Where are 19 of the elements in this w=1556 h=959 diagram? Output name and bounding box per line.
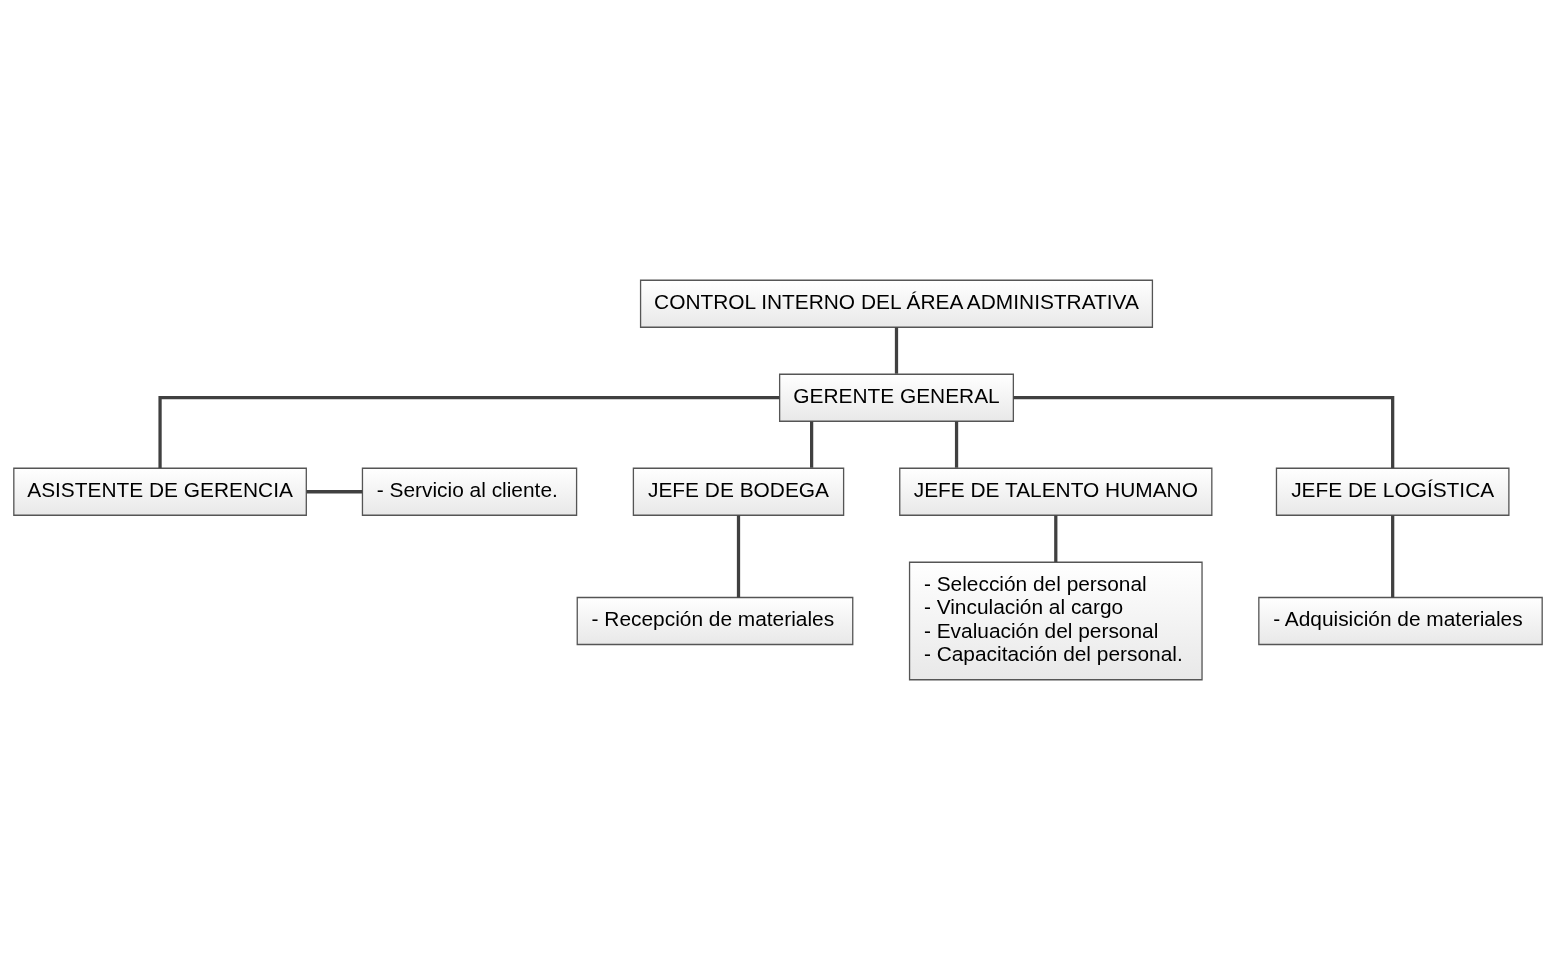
connector [810, 420, 814, 468]
node-box: JEFE DE BODEGA [632, 467, 845, 516]
connector [158, 395, 780, 468]
connector [1013, 395, 1395, 468]
node-box: - Adquisición de materiales [1258, 596, 1543, 645]
node-box: - Recepción de materiales [576, 596, 854, 645]
node-box: ASISTENTE DE GERENCIA [13, 467, 307, 516]
connector [1054, 514, 1058, 562]
node-box: GERENTE GENERAL [778, 373, 1014, 422]
connector [306, 489, 363, 493]
node-box: - Selección del personal - Vinculación al cargo - Evaluación del personal - Capacitación del personal. [908, 561, 1203, 680]
node-box: - Servicio al cliente. [361, 467, 578, 516]
connector [1391, 514, 1395, 597]
node-box: JEFE DE LOGÍSTICA [1275, 467, 1510, 516]
connector [736, 514, 741, 597]
connector [894, 326, 899, 374]
node-box: CONTROL INTERNO DEL ÁREA ADMINISTRATIVA [639, 279, 1154, 328]
node-box: JEFE DE TALENTO HUMANO [899, 467, 1213, 516]
connector [954, 420, 959, 468]
